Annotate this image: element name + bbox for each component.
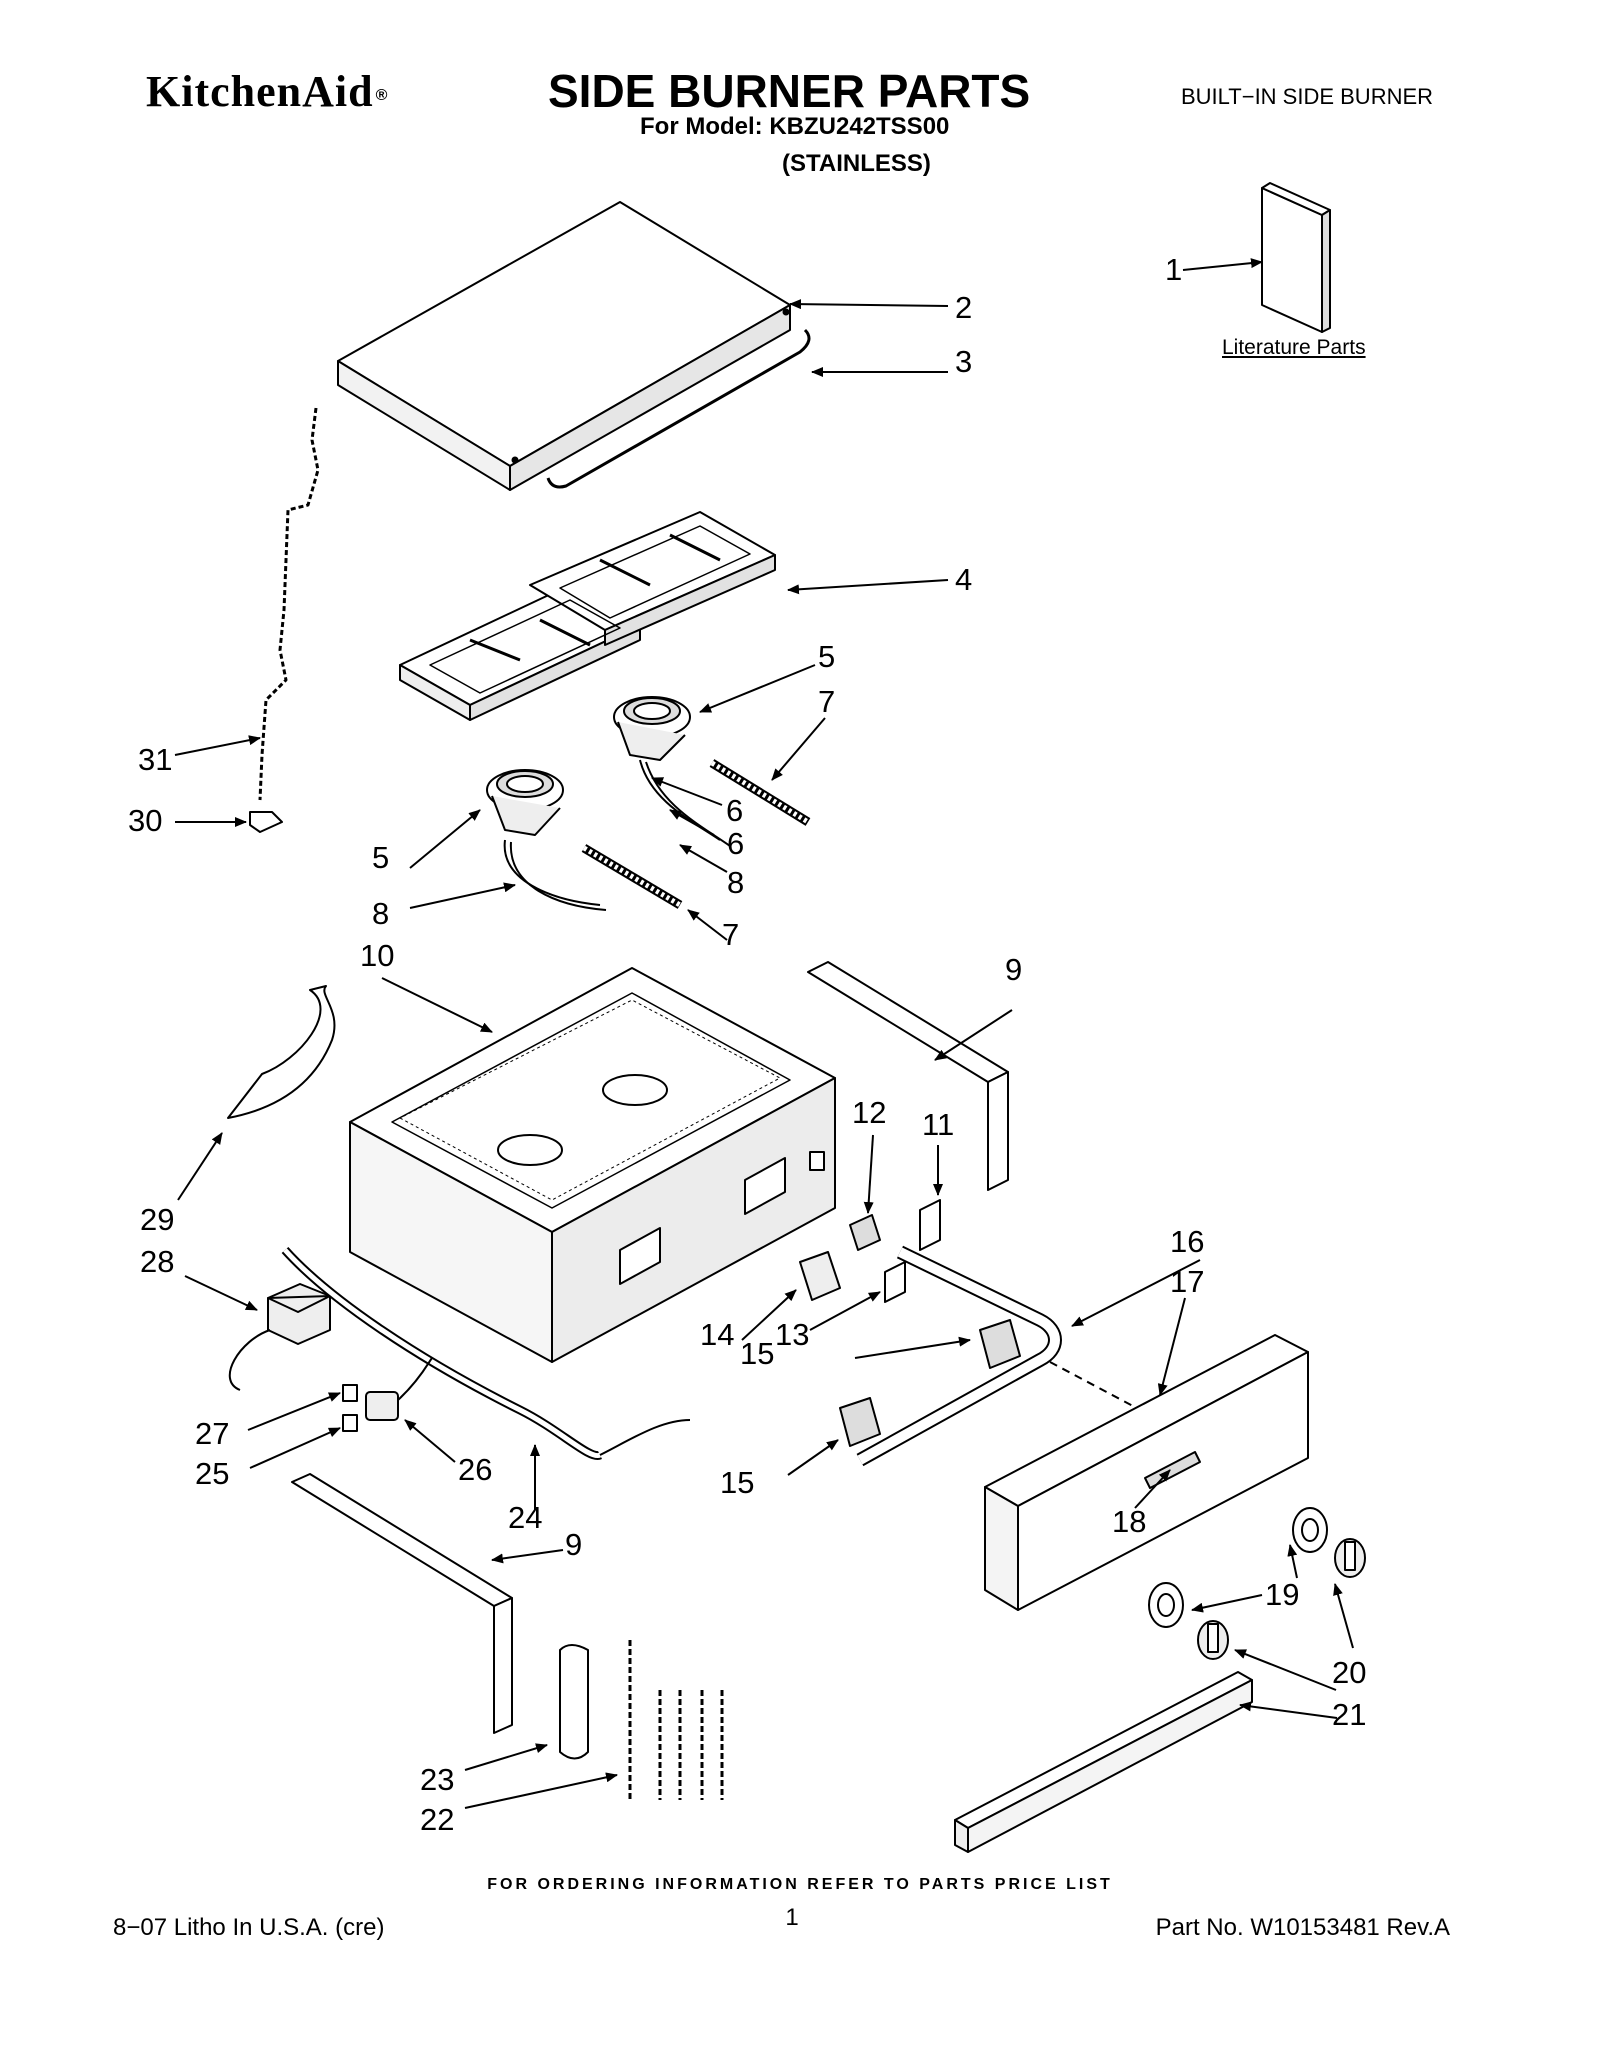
callout-26: 26: [458, 1452, 492, 1487]
callout-13: 13: [775, 1317, 809, 1352]
callout-8: 8: [727, 865, 744, 900]
literature-booklet: [1261, 182, 1331, 333]
transformer: [228, 1283, 331, 1391]
callout-11: 11: [922, 1107, 954, 1142]
clip-27: [342, 1384, 358, 1402]
callout-9: 9: [1005, 952, 1022, 987]
callout-17: 17: [1170, 1264, 1204, 1299]
finish-label: (STAINLESS): [782, 150, 931, 177]
part-number: Part No. W10153481 Rev.A: [1155, 1914, 1450, 1941]
knob-bezel-upper: [1292, 1507, 1328, 1553]
callout-25: 25: [195, 1456, 229, 1491]
chain-22: [628, 1640, 724, 1800]
callout-3: 3: [955, 344, 972, 379]
callout-5: 5: [372, 840, 389, 875]
callout-15: 15: [740, 1336, 774, 1371]
callout-30: 30: [128, 803, 162, 838]
bracket-11: [919, 1199, 941, 1251]
callout-31: 31: [138, 742, 172, 777]
igniter-switch: [365, 1357, 433, 1421]
ordering-note: FOR ORDERING INFORMATION REFER TO PARTS …: [487, 1876, 1113, 1893]
regulator-12: [849, 1214, 881, 1251]
litho-line: 8−07 Litho In U.S.A. (cre): [113, 1914, 385, 1941]
bracket-13: [884, 1261, 906, 1303]
callout-2: 2: [955, 290, 972, 325]
lid-chain: [258, 407, 320, 801]
callout-23: 23: [420, 1762, 454, 1797]
burner-grates: [399, 511, 776, 721]
callout-12: 12: [852, 1095, 886, 1130]
category-label: BUILT−IN SIDE BURNER: [1181, 84, 1434, 109]
model-line: For Model: KBZU242TSS00: [640, 113, 950, 140]
callout-1: 1: [1165, 252, 1182, 287]
page-title: SIDE BURNER PARTS: [548, 65, 1031, 117]
literature-parts-label: Literature Parts: [1222, 336, 1366, 359]
callout-9: 9: [565, 1527, 582, 1562]
callout-7: 7: [818, 684, 835, 719]
callout-18: 18: [1112, 1504, 1146, 1539]
callout-10: 10: [360, 938, 394, 973]
callout-6: 6: [726, 793, 743, 828]
callout-21: 21: [1332, 1697, 1366, 1732]
knob-bezel-lower: [1148, 1582, 1184, 1628]
page-number: 1: [785, 1904, 799, 1931]
callout-20: 20: [1332, 1655, 1366, 1690]
callout-15: 15: [720, 1465, 754, 1500]
toe-kick: [954, 1671, 1253, 1853]
valve-14: [799, 1251, 841, 1301]
valve-15-upper: [979, 1319, 1021, 1369]
callout-8: 8: [372, 896, 389, 931]
callout-4: 4: [955, 562, 972, 597]
callout-14: 14: [700, 1317, 734, 1352]
knob-upper: [1334, 1538, 1366, 1578]
side-bracket-upper: [807, 961, 1009, 1191]
brand-logo: KitchenAid®: [146, 66, 388, 117]
burner-box: [349, 967, 836, 1363]
side-bracket-lower: [291, 1473, 513, 1734]
callout-29: 29: [140, 1202, 174, 1237]
callout-6: 6: [727, 826, 744, 861]
callout-28: 28: [140, 1244, 174, 1279]
vent-duct: [227, 985, 336, 1119]
spacer-23: [559, 1644, 589, 1760]
valve-15-lower: [839, 1397, 881, 1447]
burner-right: [613, 696, 731, 847]
clip-25: [342, 1414, 358, 1432]
burner-left: [486, 769, 607, 911]
callout-19: 19: [1265, 1577, 1299, 1612]
knob-lower: [1197, 1620, 1229, 1660]
callout-7: 7: [722, 917, 739, 952]
callout-27: 27: [195, 1416, 229, 1451]
callout-5: 5: [818, 639, 835, 674]
callout-22: 22: [420, 1802, 454, 1837]
brand-name: KitchenAid: [146, 67, 374, 116]
callout-16: 16: [1170, 1224, 1204, 1259]
control-panel: [984, 1334, 1309, 1611]
callout-24: 24: [508, 1500, 542, 1535]
cover-lid: [337, 201, 811, 491]
chain-bracket: [249, 811, 283, 833]
registered-mark: ®: [375, 86, 389, 104]
